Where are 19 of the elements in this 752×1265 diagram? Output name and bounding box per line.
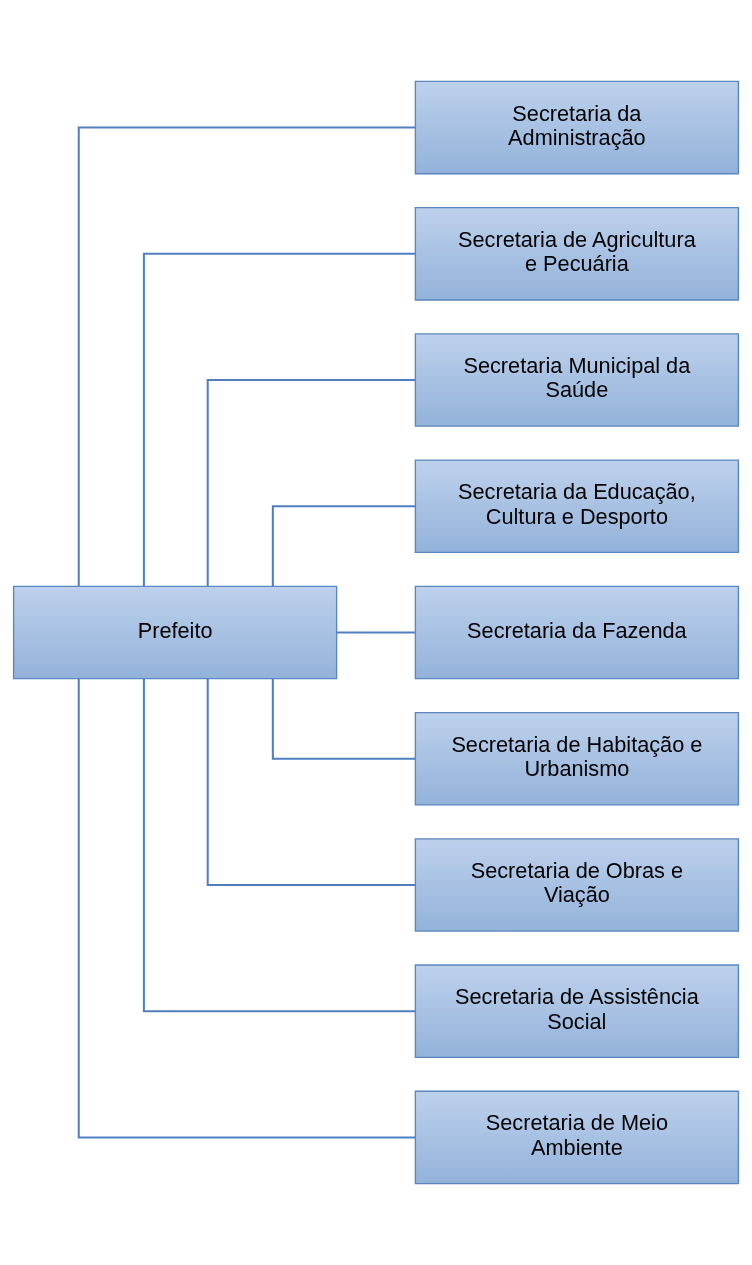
node-box: Secretaria Municipal da Saúde <box>414 333 740 427</box>
node-box: Secretaria da Fazenda <box>414 585 740 680</box>
node-box: Prefeito <box>12 585 338 680</box>
node-box: Secretaria de Habitação e Urbanismo <box>414 711 740 806</box>
node-box: Secretaria de Meio Ambiente <box>414 1090 740 1185</box>
node-box: Secretaria da Educação, Cultura e Desporto <box>414 459 740 554</box>
connector <box>77 679 416 1139</box>
node-box: Secretaria de Agricultura e Pecuária <box>414 207 740 301</box>
connector <box>206 379 415 587</box>
connector <box>271 505 416 587</box>
connector <box>271 678 416 760</box>
node-box: Secretaria de Assistência Social <box>414 964 740 1058</box>
connector <box>142 252 416 587</box>
connector <box>206 678 415 886</box>
connector <box>336 631 415 634</box>
node-box: Secretaria de Obras e Viação <box>414 838 740 932</box>
connector <box>77 126 416 586</box>
connector <box>142 678 416 1013</box>
node-box: Secretaria da Administração <box>414 80 740 175</box>
